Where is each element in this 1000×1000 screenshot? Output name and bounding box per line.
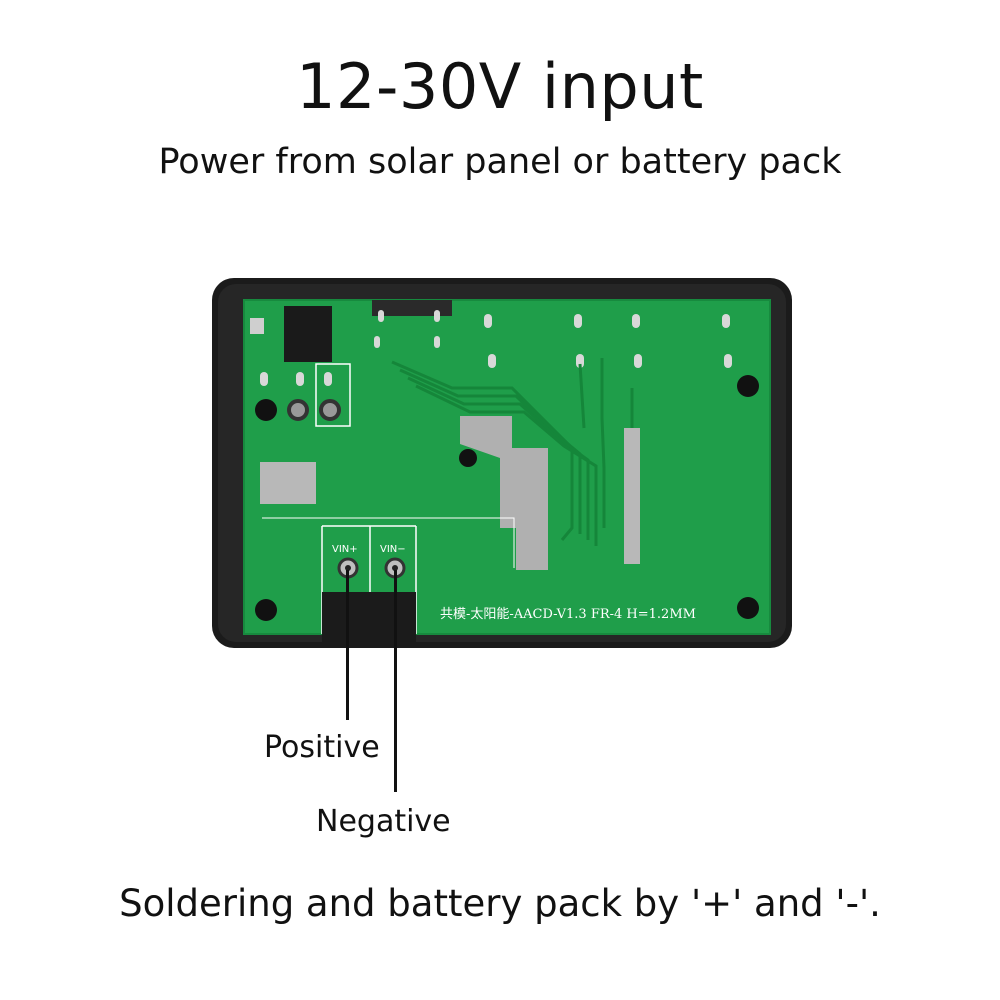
- page-title: 12-30V input: [296, 50, 704, 123]
- connector-cutout: [322, 592, 416, 642]
- positive-leader-line: [346, 570, 349, 720]
- solder-patch-left: [260, 462, 316, 504]
- negative-leader-line: [394, 570, 397, 792]
- vin-plus-label: VIN+: [332, 544, 358, 555]
- mount-hole-br: [737, 597, 759, 619]
- positive-label: Positive: [264, 730, 380, 765]
- pcb-illustration: VIN+ VIN− 共模-太阳能-AACD-V1.3 FR-4 H=1.2MM: [212, 278, 792, 648]
- footer-note: Soldering and battery pack by '+' and '-…: [119, 882, 881, 925]
- silkscreen-text: 共模-太阳能-AACD-V1.3 FR-4 H=1.2MM: [440, 607, 696, 622]
- pcb-board-photo: VIN+ VIN− 共模-太阳能-AACD-V1.3 FR-4 H=1.2MM: [212, 278, 792, 650]
- page-subtitle: Power from solar panel or battery pack: [158, 142, 842, 182]
- negative-label: Negative: [316, 804, 451, 839]
- mount-hole-tr: [737, 375, 759, 397]
- switch-component: [284, 306, 332, 362]
- vin-minus-label: VIN−: [380, 544, 406, 555]
- mount-hole-tl: [255, 399, 277, 421]
- contact-pads: [260, 310, 732, 386]
- solder-patch-center: [460, 416, 548, 570]
- mount-hole-bl: [255, 599, 277, 621]
